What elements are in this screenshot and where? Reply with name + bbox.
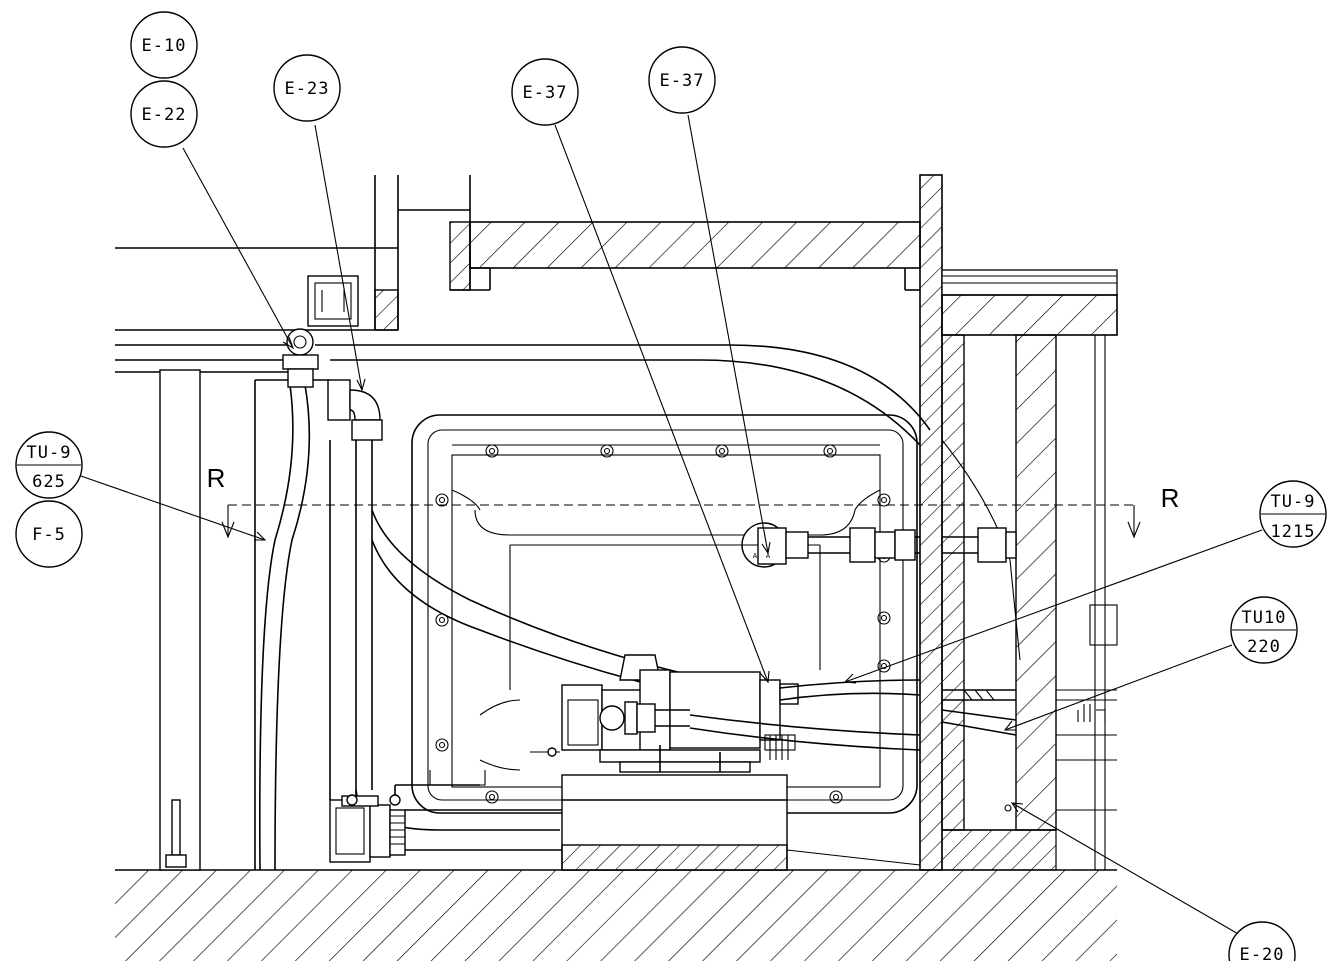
callout-e23: E-23 (273, 54, 341, 122)
left-hose (258, 384, 311, 871)
callout-e10: E-10 (130, 11, 198, 79)
callout-tu9-right-top: TU-9 (1271, 492, 1316, 512)
callout-e22: E-22 (130, 80, 198, 148)
callout-f5: F-5 (15, 500, 83, 568)
left-tank (159, 369, 331, 871)
mounting-bracket (307, 275, 359, 327)
section-marker-right: R (1161, 483, 1180, 513)
callout-e37-right: E-37 (648, 46, 716, 114)
valve-mark-b: A (766, 552, 771, 560)
right-structure (941, 269, 1118, 871)
floor-slab (115, 869, 1117, 961)
upper-valve-run: A A (741, 522, 1017, 568)
section-marker-left: R (207, 463, 226, 493)
pump-assembly (530, 654, 1017, 773)
top-fitting (282, 328, 319, 388)
callout-tu9-left-top: TU-9 (27, 443, 72, 463)
callout-e20: E-20 (1228, 921, 1296, 961)
callout-tu9-right: TU-9 1215 (1259, 480, 1327, 548)
callout-e37-left: E-37 (511, 58, 579, 126)
callout-e22-label: E-22 (142, 105, 187, 125)
top-beam (469, 221, 921, 291)
callout-tu10-top: TU10 (1242, 608, 1287, 628)
vertical-wall (919, 174, 943, 871)
callout-e23-label: E-23 (285, 79, 330, 99)
leader-lines (77, 114, 1263, 936)
callout-tu10: TU10 220 (1230, 596, 1298, 664)
upper-cabinet (115, 175, 491, 331)
top-pipes (115, 344, 1021, 661)
valve-mark-a: A (753, 552, 758, 560)
callout-tu9-right-bottom: 1215 (1271, 522, 1316, 542)
callout-e10-label: E-10 (142, 36, 187, 56)
callout-e37-right-label: E-37 (660, 71, 705, 91)
callout-tu9-left: TU-9 625 (15, 431, 83, 499)
pump-base (561, 774, 921, 871)
callout-tu9-left-bottom: 625 (32, 472, 66, 492)
callout-e37-left-label: E-37 (523, 83, 568, 103)
callout-e20-label: E-20 (1240, 945, 1285, 961)
section-line: R R (207, 463, 1180, 539)
drain-assembly (329, 785, 562, 863)
callout-f5-label: F-5 (32, 525, 66, 545)
callout-tu10-bottom: 220 (1247, 637, 1281, 657)
